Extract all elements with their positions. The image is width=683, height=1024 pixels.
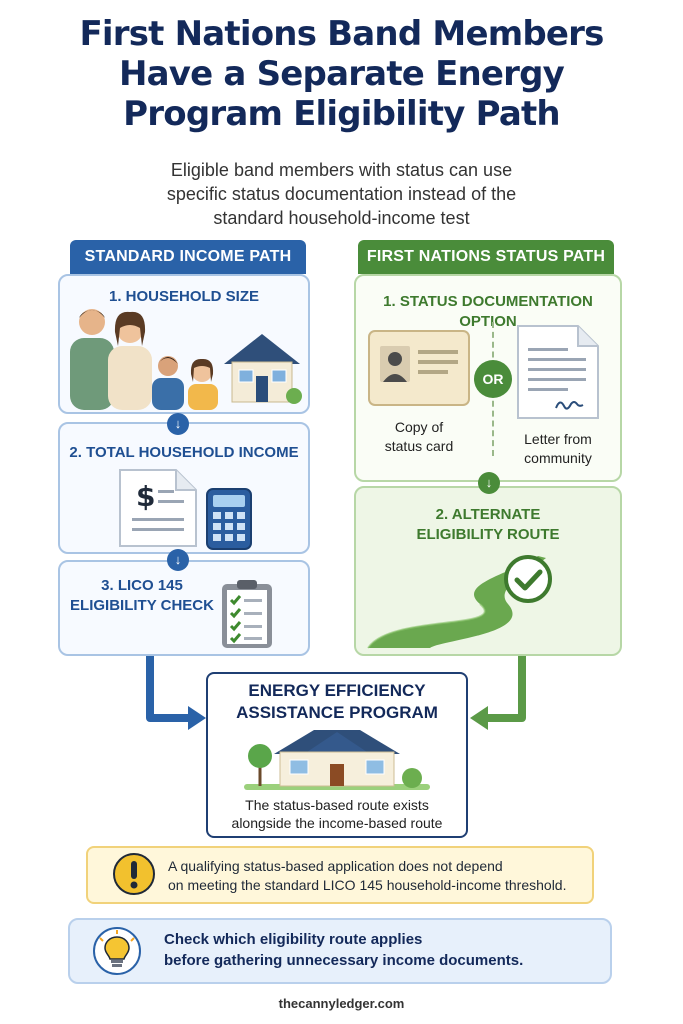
down-arrow-icon: ↓: [478, 472, 500, 494]
program-caption: The status-based route exists alongside …: [231, 797, 443, 831]
page-subtitle: Eligible band members with status can us…: [0, 158, 683, 230]
step-household-size: 1. HOUSEHOLD SIZE: [108, 288, 260, 305]
title-line-3: Program Eligibility Path: [123, 94, 560, 134]
title-line-2: Have a Separate Energy: [118, 54, 565, 94]
check-circle-icon: [504, 555, 552, 603]
signed-letter-icon: [517, 325, 599, 419]
subtitle-line-2: specific status documentation instead of…: [166, 184, 517, 204]
checklist-clipboard-icon: [222, 580, 272, 648]
winding-road-icon: [367, 556, 546, 649]
title-line-1: First Nations Band Members: [79, 14, 604, 54]
page-title: First Nations Band Members Have a Separa…: [0, 14, 683, 134]
id-card-icon: [368, 330, 470, 406]
status-path-tab: FIRST NATIONS STATUS PATH: [358, 240, 614, 274]
svg-text:$: $: [136, 480, 155, 513]
warning-text: A qualifying status-based application do…: [168, 858, 567, 893]
tip-text: Check which eligibility route applies be…: [164, 931, 524, 969]
dollar-document-icon: $: [119, 469, 197, 547]
program-title: ENERGY EFFICIENCY ASSISTANCE PROGRAM: [236, 681, 438, 722]
down-arrow-icon: ↓: [167, 413, 189, 435]
lightbulb-icon: [93, 927, 141, 975]
standard-path-tab: STANDARD INCOME PATH: [70, 240, 306, 274]
subtitle-line-1: Eligible band members with status can us…: [170, 160, 513, 180]
tip-box: [68, 918, 612, 984]
option-status-card-caption: Copy of status card: [384, 419, 454, 454]
option-letter-caption: Letter from community: [524, 431, 592, 466]
step-total-household-income: 2. TOTAL HOUSEHOLD INCOME: [69, 444, 299, 461]
footer-site: thecannyledger.com: [278, 996, 405, 1011]
calculator-icon: [206, 488, 252, 550]
warning-box: [86, 846, 594, 904]
house-with-trees-icon: [244, 730, 430, 790]
exclamation-icon: [113, 853, 155, 895]
family-icon: [70, 309, 218, 410]
house-icon: [224, 334, 302, 404]
or-badge: OR: [474, 360, 512, 398]
subtitle-line-3: standard household-income test: [213, 208, 470, 228]
step-alternate-route: 2. ALTERNATE ELIGIBILITY ROUTE: [416, 506, 560, 543]
down-arrow-icon: ↓: [167, 549, 189, 571]
step-lico-check: 3. LICO 145 ELIGIBILITY CHECK: [70, 577, 214, 614]
step-status-documentation: 1. STATUS DOCUMENTATION OPTION: [383, 293, 593, 330]
